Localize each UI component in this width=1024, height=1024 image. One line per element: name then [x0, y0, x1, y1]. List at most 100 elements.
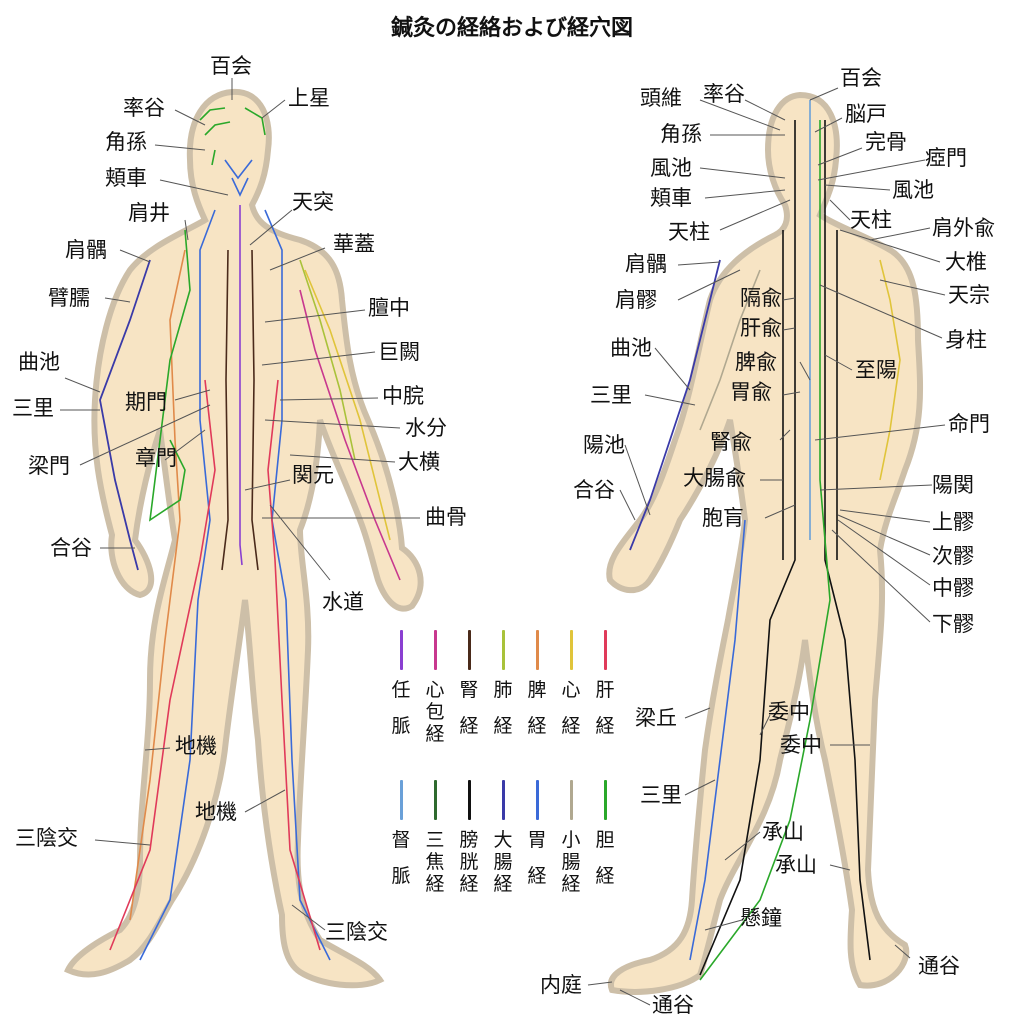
label-back-tonggu-1: 通谷	[918, 954, 960, 978]
label-front-zhongwan: 中脘	[382, 384, 424, 408]
label-front-shuaigu: 率谷	[123, 96, 165, 120]
legend-item-legend_row2-3: 大腸経	[490, 780, 516, 896]
label-back-chengshan-1: 承山	[762, 820, 804, 844]
label-front-jiaosun: 角孫	[105, 130, 147, 154]
legend-char: 経	[493, 872, 513, 895]
legend-char: 任	[391, 679, 411, 701]
label-back-tianzong: 天宗	[948, 283, 990, 307]
front-large-intestine-line	[99, 259, 151, 571]
legend-char: 経	[595, 714, 615, 737]
legend-char: 経	[493, 714, 513, 737]
label-front-hegu: 合谷	[50, 536, 92, 560]
front-heart-line	[304, 269, 391, 541]
legend-char: 膀	[459, 829, 479, 851]
label-back-shangliao: 上髎	[932, 510, 974, 534]
label-front-sanyinjiao-2: 三陰交	[325, 920, 388, 944]
legend-item-legend_row2-1: 三焦経	[422, 780, 448, 896]
legend-swatch	[603, 780, 607, 820]
label-front-tiantu: 天突	[292, 190, 334, 214]
legend-item-legend_row1-5: 心経	[558, 630, 584, 738]
legend-char: 腎	[459, 679, 479, 701]
legend-char: 経	[595, 864, 615, 887]
legend-char: 督	[391, 829, 411, 851]
label-back-yamen: 瘂門	[925, 146, 967, 170]
legend-swatch	[467, 780, 471, 820]
label-front-jianyu: 肩髃	[65, 238, 107, 262]
label-back-tianzhu-1: 天柱	[668, 220, 710, 244]
label-back-dachangshu: 大腸兪	[683, 466, 746, 490]
front-ren-line	[239, 205, 243, 566]
front-pericardium-line	[299, 289, 401, 581]
legend-swatch	[467, 630, 471, 670]
front-liver-line	[109, 379, 216, 951]
label-back-touwei: 頭維	[640, 86, 682, 110]
legend-item-legend_row1-1: 心包経	[422, 630, 448, 746]
back-gallbladder-line	[699, 120, 831, 981]
label-front-sanyinjiao-1: 三陰交	[15, 826, 78, 850]
legend-item-legend_row1-0: 任脈	[388, 630, 414, 738]
legend-item-legend_row2-6: 胆経	[592, 780, 618, 888]
label-back-fengchi-1: 風池	[650, 156, 692, 180]
legend-char: 腸	[561, 850, 581, 873]
label-back-dazhui: 大椎	[945, 250, 987, 274]
legend-item-legend_row2-0: 督脈	[388, 780, 414, 888]
label-front-diji-1: 地機	[175, 734, 217, 758]
front-stomach-line-l	[139, 209, 216, 961]
legend-char: 三	[425, 829, 445, 851]
label-back-shenzhu: 身柱	[945, 328, 987, 352]
legend-item-legend_row1-6: 肝経	[592, 630, 618, 738]
label-back-zhiyang: 至陽	[855, 358, 897, 382]
front-kidney-line-l	[221, 249, 229, 571]
label-front-liangmen: 梁門	[28, 454, 70, 478]
front-spleen-line	[129, 249, 186, 921]
legend-item-legend_row1-4: 脾経	[524, 630, 550, 738]
label-back-xialiao: 下髎	[932, 612, 974, 636]
legend-swatch	[433, 780, 437, 820]
back-stomach-line	[689, 519, 746, 961]
legend-char: 包	[425, 700, 445, 723]
label-front-qimen: 期門	[125, 390, 167, 414]
label-back-mingmen: 命門	[948, 412, 990, 436]
back-bladder-line-r1	[824, 120, 871, 961]
back-small-intestine-line	[879, 259, 901, 481]
legend-swatch	[569, 630, 573, 670]
legend-char: 胃	[527, 829, 547, 851]
label-front-qugu: 曲骨	[425, 505, 467, 529]
label-back-weishu: 胃兪	[730, 380, 772, 404]
label-back-jianwaishu: 肩外兪	[932, 216, 995, 240]
label-back-naohu: 脳戸	[845, 102, 887, 126]
legend-swatch	[399, 630, 403, 670]
legend-char: 経	[561, 872, 581, 895]
legend-swatch	[501, 780, 505, 820]
label-back-liangqiu: 梁丘	[635, 706, 677, 730]
label-front-shuifen: 水分	[405, 416, 447, 440]
legend-char: 脾	[527, 679, 547, 701]
legend-swatch	[535, 780, 539, 820]
label-back-fengchi-2: 風池	[892, 178, 934, 202]
label-back-baihui: 百会	[840, 66, 882, 90]
legend-swatch	[433, 630, 437, 670]
legend-item-legend_row2-4: 胃経	[524, 780, 550, 888]
front-kidney-line-r	[251, 249, 259, 571]
legend-item-legend_row1-3: 肺経	[490, 630, 516, 738]
label-back-neiting: 内庭	[540, 973, 582, 997]
label-back-tianzhu-2: 天柱	[850, 208, 892, 232]
label-front-juque: 巨闕	[378, 340, 420, 364]
legend-char: 腸	[493, 850, 513, 873]
back-bladder-line-l1	[699, 120, 796, 976]
label-front-shuidao: 水道	[322, 590, 364, 614]
front-gallbladder-line	[148, 229, 191, 522]
label-front-jiache: 頬車	[105, 166, 147, 190]
legend-item-legend_row1-2: 腎経	[456, 630, 482, 738]
legend-char: 小	[561, 829, 581, 851]
label-back-ciliao: 次髎	[932, 544, 974, 568]
front-head-gb-line	[199, 107, 266, 166]
label-back-pishu: 脾兪	[735, 350, 777, 374]
label-back-ganshu: 肝兪	[740, 316, 782, 340]
label-back-geshu: 隔兪	[740, 286, 782, 310]
label-back-chengshan-2: 承山	[775, 853, 817, 877]
label-back-hegu: 合谷	[573, 478, 615, 502]
legend-char: 経	[425, 722, 445, 745]
legend-item-legend_row2-5: 小腸経	[558, 780, 584, 896]
